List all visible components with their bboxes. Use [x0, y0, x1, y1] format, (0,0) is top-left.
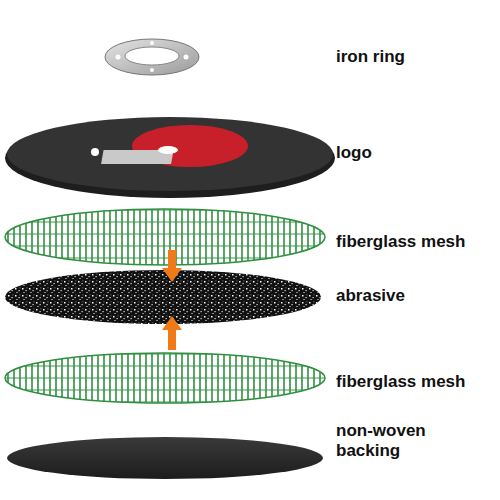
- part-label: non-woven backing: [336, 421, 446, 461]
- fiberglass-mesh: [5, 209, 325, 265]
- orange-arrow: [162, 250, 182, 282]
- abrasive-layer: [5, 270, 321, 324]
- non-woven-backing: [7, 437, 323, 479]
- orange-arrow: [162, 316, 182, 350]
- iron-ring: [105, 39, 199, 75]
- part-label: logo: [336, 143, 486, 163]
- part-label: iron ring: [336, 47, 486, 67]
- fiberglass-mesh: [5, 353, 325, 403]
- part-label: fiberglass mesh: [336, 372, 491, 392]
- logo-disc: [5, 117, 335, 198]
- part-label: abrasive: [336, 286, 486, 306]
- part-label: fiberglass mesh: [336, 232, 491, 252]
